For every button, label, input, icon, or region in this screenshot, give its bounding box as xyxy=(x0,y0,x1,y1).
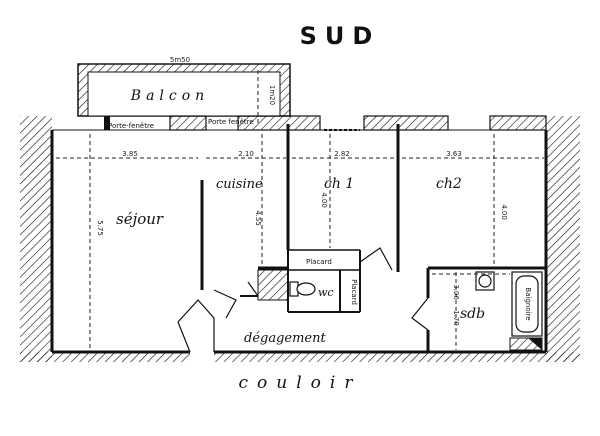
orientation-label: SUD xyxy=(300,22,381,50)
ch1-depth-dim: 4.00 xyxy=(320,192,328,208)
dimension-lines xyxy=(56,134,544,350)
baignoire-label: Baignoire xyxy=(524,287,532,320)
balcony-label: Balcon xyxy=(130,88,209,104)
bathtub-icon xyxy=(511,271,543,337)
sdb-depth-dim: 1.70 xyxy=(452,310,460,326)
shower-tray-icon xyxy=(509,337,543,351)
outer-walls xyxy=(20,130,580,362)
cuisine-depth-dim: 4.55 xyxy=(254,210,262,226)
room-label-ch2: ch2 xyxy=(436,176,462,192)
wc-hatch xyxy=(257,269,289,301)
ch1-width-dim: 2.82 xyxy=(334,150,350,158)
corridor-label: couloir xyxy=(239,373,362,393)
porte-fenetre-left-label: Porte-fenêtre xyxy=(108,122,154,130)
sink-icon xyxy=(475,271,495,291)
ch2-depth-dim: 4.00 xyxy=(500,204,508,220)
balcony: Balcon 5m50 1m20 xyxy=(77,56,291,124)
toilet-icon xyxy=(289,281,316,297)
placard-top-label: Placard xyxy=(306,258,332,266)
porte-fenetre-right-label: Porte fenêtre xyxy=(208,118,254,126)
facade-wall xyxy=(52,115,547,131)
sejour-depth-dim: 5.75 xyxy=(96,220,104,236)
partitions xyxy=(200,124,546,352)
room-label-ch1: ch 1 xyxy=(324,176,354,192)
sdb-width-dim: 3.06 xyxy=(452,284,460,300)
room-label-degagement: dégagement xyxy=(244,331,326,346)
room-label-cuisine: cuisine xyxy=(216,177,263,192)
balcon-width-dim: 5m50 xyxy=(170,56,190,64)
wc-label: wc xyxy=(318,286,334,299)
exterior-wall-right xyxy=(546,116,580,362)
room-label-sejour: séjour xyxy=(116,210,164,228)
door-swings xyxy=(177,247,429,353)
cuisine-width-dim: 2.10 xyxy=(238,150,254,158)
ch2-width-dim: 3.63 xyxy=(446,150,462,158)
sejour-width-dim: 3.85 xyxy=(122,150,138,158)
placard-side-label: Placard xyxy=(350,279,358,305)
exterior-wall-left xyxy=(20,116,52,362)
room-label-sdb: sdb xyxy=(460,306,485,322)
balcon-depth-dim: 1m20 xyxy=(268,85,276,105)
